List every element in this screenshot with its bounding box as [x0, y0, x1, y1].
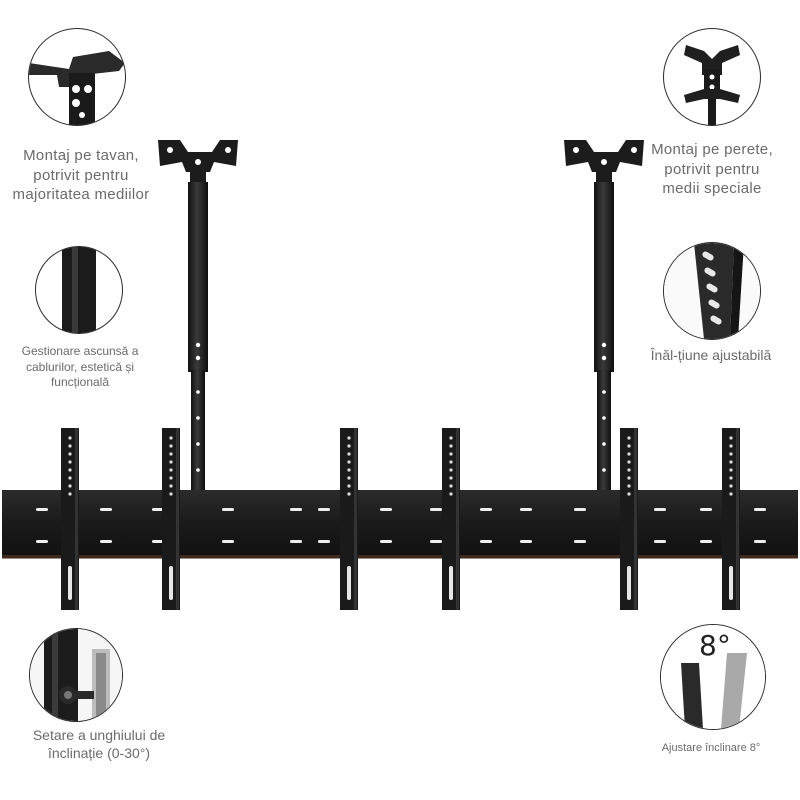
horizontal-mount-beam	[2, 490, 798, 559]
wall-mount-caption: Montaj pe perete, potrivit pentru medii …	[651, 141, 773, 197]
beam-slot	[754, 508, 766, 511]
vesa-arm	[620, 428, 638, 610]
beam-slot	[380, 540, 392, 543]
beam-slot	[152, 540, 164, 543]
beam-slot	[480, 540, 492, 543]
beam-slot	[430, 508, 442, 511]
tilt-angle-icon	[661, 625, 765, 729]
vesa-arm	[61, 428, 79, 610]
ceiling-mount-detail	[28, 28, 126, 126]
height-adjust-caption: Înăl-țiune ajustabilă	[650, 347, 772, 363]
beam-slot	[152, 508, 164, 511]
beam-slot	[520, 540, 532, 543]
tilt-adjust-caption: Ajustare înclinare 8°	[661, 742, 761, 754]
beam-slot	[654, 540, 666, 543]
adjustable-holes-icon	[664, 243, 760, 339]
vesa-arm	[722, 428, 740, 610]
tilt-setting-detail	[29, 628, 123, 722]
beam-slot	[480, 508, 492, 511]
beam-slot	[290, 508, 302, 511]
beam-slot	[222, 508, 234, 511]
beam-slot	[222, 540, 234, 543]
right-pole-holes	[601, 342, 607, 472]
right-pole-upper	[594, 182, 614, 372]
height-adjust-detail	[663, 242, 761, 340]
beam-slot	[430, 540, 442, 543]
vesa-arms	[61, 428, 740, 610]
beam-slot	[754, 540, 766, 543]
tilt-knob-icon	[30, 629, 122, 721]
left-pole-upper	[188, 182, 208, 372]
beam-slot	[318, 540, 330, 543]
wall-mount-detail	[663, 28, 761, 126]
tilt-setting-caption: Setare a unghiului de înclinație (0-30°)	[32, 727, 166, 762]
right-ceiling-bracket	[564, 140, 644, 186]
vesa-arm	[162, 428, 180, 610]
beam-slot	[654, 508, 666, 511]
ceiling-bracket-icon	[29, 51, 125, 125]
cable-management-caption: Gestionare ascunsă a cablurilor, estetic…	[21, 344, 139, 390]
ceiling-mount-caption: Montaj pe tavan, potrivit pentru majorit…	[12, 147, 150, 203]
cable-management-detail	[35, 246, 123, 334]
right-pole-lower	[597, 370, 611, 492]
left-ceiling-bracket	[158, 140, 238, 186]
beam-slot	[700, 540, 712, 543]
beam-slot	[700, 508, 712, 511]
tilt-adjust-detail: 8°	[660, 624, 766, 730]
beam-slot	[380, 508, 392, 511]
vesa-arm	[340, 428, 358, 610]
beam-slot	[36, 540, 48, 543]
tilt-degree-label: 8°	[699, 629, 731, 662]
beam-slot	[290, 540, 302, 543]
beam-slot	[520, 508, 532, 511]
vesa-arm	[442, 428, 460, 610]
wall-bracket-icon	[684, 45, 740, 125]
beam-slot	[318, 508, 330, 511]
beam-slot	[574, 508, 586, 511]
beam-slot	[36, 508, 48, 511]
beam-slot	[574, 540, 586, 543]
beam-slot	[100, 540, 112, 543]
left-pole-lower	[191, 370, 205, 492]
left-pole-holes	[195, 342, 201, 472]
pole-tube-icon	[62, 247, 96, 333]
beam-slot	[100, 508, 112, 511]
